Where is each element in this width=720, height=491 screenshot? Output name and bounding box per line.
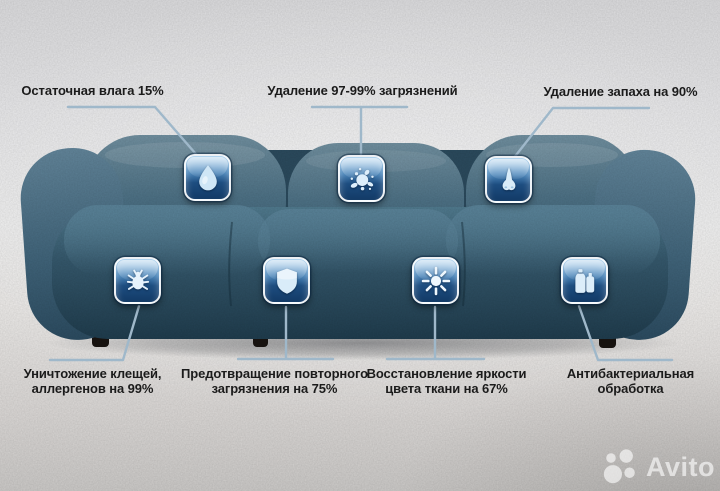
spray-bottles-icon [574, 268, 594, 293]
callout-text: Остаточная влага 15% [21, 83, 164, 98]
mite-badge [114, 257, 161, 304]
callout-text: загрязнения на 75% [211, 380, 338, 396]
callout-label-color-restoration: Восстановление яркости цвета ткани на 67… [354, 366, 539, 396]
callout-text: Уничтожение клещей, [23, 366, 162, 381]
splat-icon [350, 167, 374, 190]
callout-text: обработка [597, 380, 664, 396]
callout-text: Антибактериальная [566, 366, 695, 381]
nose-badge [485, 156, 532, 203]
water-drop-icon [198, 164, 217, 190]
callout-label-antibacterial: Антибактериальная обработка [543, 366, 718, 396]
avito-watermark-text: Avito [646, 451, 715, 482]
splat-badge [338, 155, 385, 202]
spray-bottles-badge [561, 257, 608, 304]
callout-text: Удаление 97-99% загрязнений [267, 83, 458, 98]
callout-label-mite-removal: Уничтожение клещей, аллергенов на 99% [5, 366, 180, 396]
shield-badge [263, 257, 310, 304]
shield-icon [276, 268, 297, 294]
callout-text: цвета ткани на 67% [385, 380, 508, 396]
connector-antibacterial [577, 304, 674, 362]
callout-label-resoiling-prevention: Предотвращение повторного загрязнения на… [177, 366, 372, 396]
nose-icon [502, 166, 515, 190]
callout-label-moisture: Остаточная влага 15% [10, 83, 175, 99]
sun-badge [412, 257, 459, 304]
water-drop-badge [184, 154, 231, 201]
connector-moisture [66, 105, 204, 163]
callout-text: Восстановление яркости [366, 366, 527, 381]
callout-text: аллергенов на 99% [31, 380, 154, 396]
connector-color-restoration [385, 305, 486, 361]
connector-resoiling-prevention [236, 305, 335, 361]
connector-mite-removal [48, 304, 141, 362]
callout-label-odor-removal: Удаление запаха на 90% [528, 84, 713, 100]
connector-odor-removal [511, 106, 651, 161]
callout-label-dirt-removal: Удаление 97-99% загрязнений [260, 83, 465, 99]
sun-icon [421, 266, 450, 295]
connector-dirt-removal [310, 105, 409, 160]
mite-icon [126, 269, 149, 290]
callout-text: Удаление запаха на 90% [543, 84, 698, 99]
avito-watermark: Avito [601, 447, 715, 487]
callout-text: Предотвращение повторного [181, 366, 368, 381]
avito-logo-icon [603, 449, 635, 484]
